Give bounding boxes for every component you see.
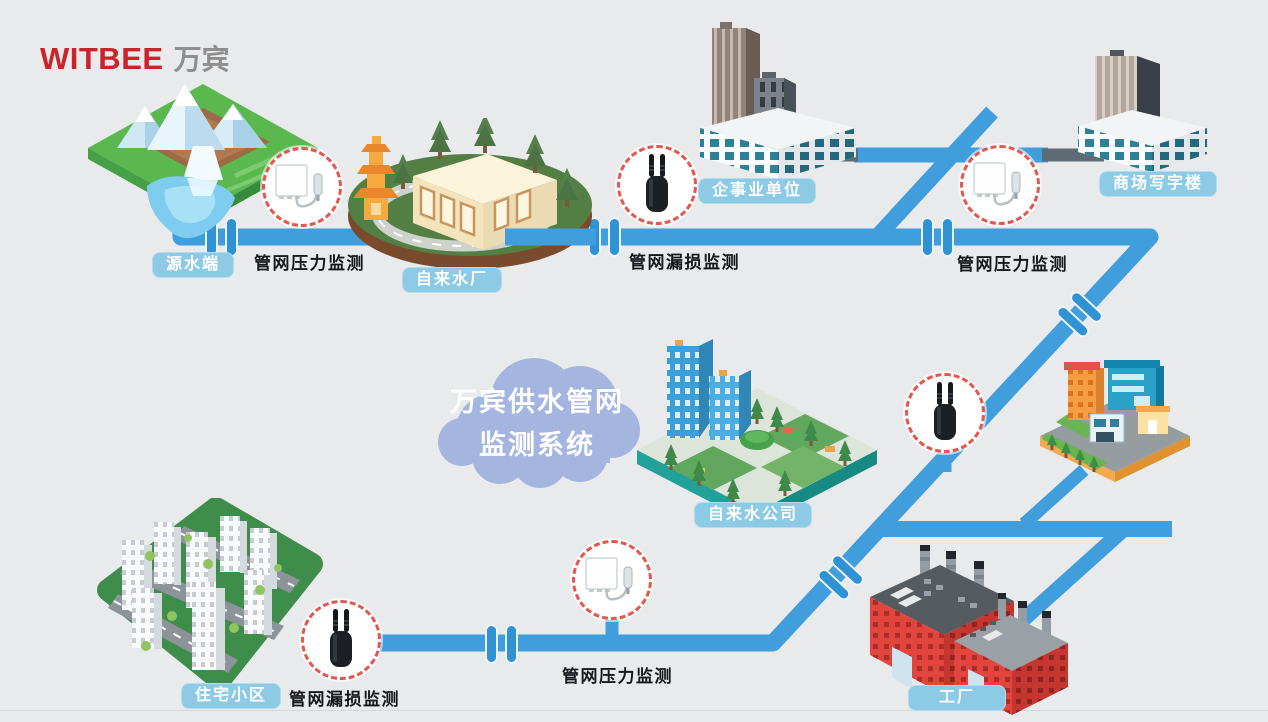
- factory-branch-pipe: [1018, 525, 1128, 625]
- label-enterprise: 企事业单位: [698, 178, 817, 204]
- pressure-sensor-badge-source: [262, 147, 342, 227]
- label-water-plant: 自来水厂: [402, 267, 503, 293]
- pressure-sensor-icon: [973, 162, 1021, 206]
- label-leak-monitor-top: 管网漏损监测: [629, 253, 740, 272]
- label-pressure-monitor-source: 管网压力监测: [254, 254, 365, 273]
- pressure-sensor-icon: [585, 557, 633, 601]
- label-pressure-monitor-top-right: 管网压力监测: [957, 255, 1068, 274]
- leak-sensor-badge-top: [617, 145, 697, 225]
- mountain-source-illustration: [88, 84, 318, 239]
- enterprise-building-illustration: [700, 22, 856, 179]
- label-water-company: 自来水公司: [694, 502, 813, 528]
- brand-logo-en: WITBEE: [40, 41, 164, 76]
- leak-sensor-icon: [646, 154, 668, 212]
- leak-sensor-badge-right: [905, 373, 985, 453]
- mall-office-building-illustration: [1078, 50, 1207, 172]
- label-leak-monitor-bottom: 管网漏损监测: [289, 690, 400, 709]
- leak-sensor-icon: [934, 382, 956, 440]
- branch-pipe-top-right: [868, 106, 998, 246]
- label-source: 源水端: [152, 252, 235, 278]
- leak-sensor-badge-bottom: [301, 600, 381, 680]
- pressure-sensor-icon: [275, 164, 323, 208]
- city-branch-pipe: [1019, 465, 1089, 529]
- cloud-title: 万宾供水管网 监测系统: [435, 380, 639, 462]
- label-factory: 工厂: [908, 685, 1007, 711]
- brand-logo-cn: 万宾: [173, 44, 230, 75]
- system-cloud: [438, 358, 640, 488]
- label-pressure-monitor-bottom: 管网压力监测: [562, 667, 673, 686]
- residential-area-illustration: [97, 498, 323, 691]
- cloud-title-line1: 万宾供水管网: [450, 387, 624, 417]
- label-mall-office: 商场写字楼: [1099, 171, 1218, 197]
- city-block-illustration: [1040, 360, 1190, 482]
- leak-sensor-icon: [330, 609, 352, 667]
- cloud-title-line2: 监测系统: [479, 430, 595, 460]
- pressure-sensor-badge-top-right: [960, 145, 1040, 225]
- brand-logo: WITBEE 万宾: [40, 38, 230, 78]
- label-residential: 住宅小区: [181, 683, 282, 709]
- water-company-illustration: [637, 339, 877, 526]
- floor-line: [0, 710, 1268, 711]
- pressure-sensor-badge-bottom: [572, 540, 652, 620]
